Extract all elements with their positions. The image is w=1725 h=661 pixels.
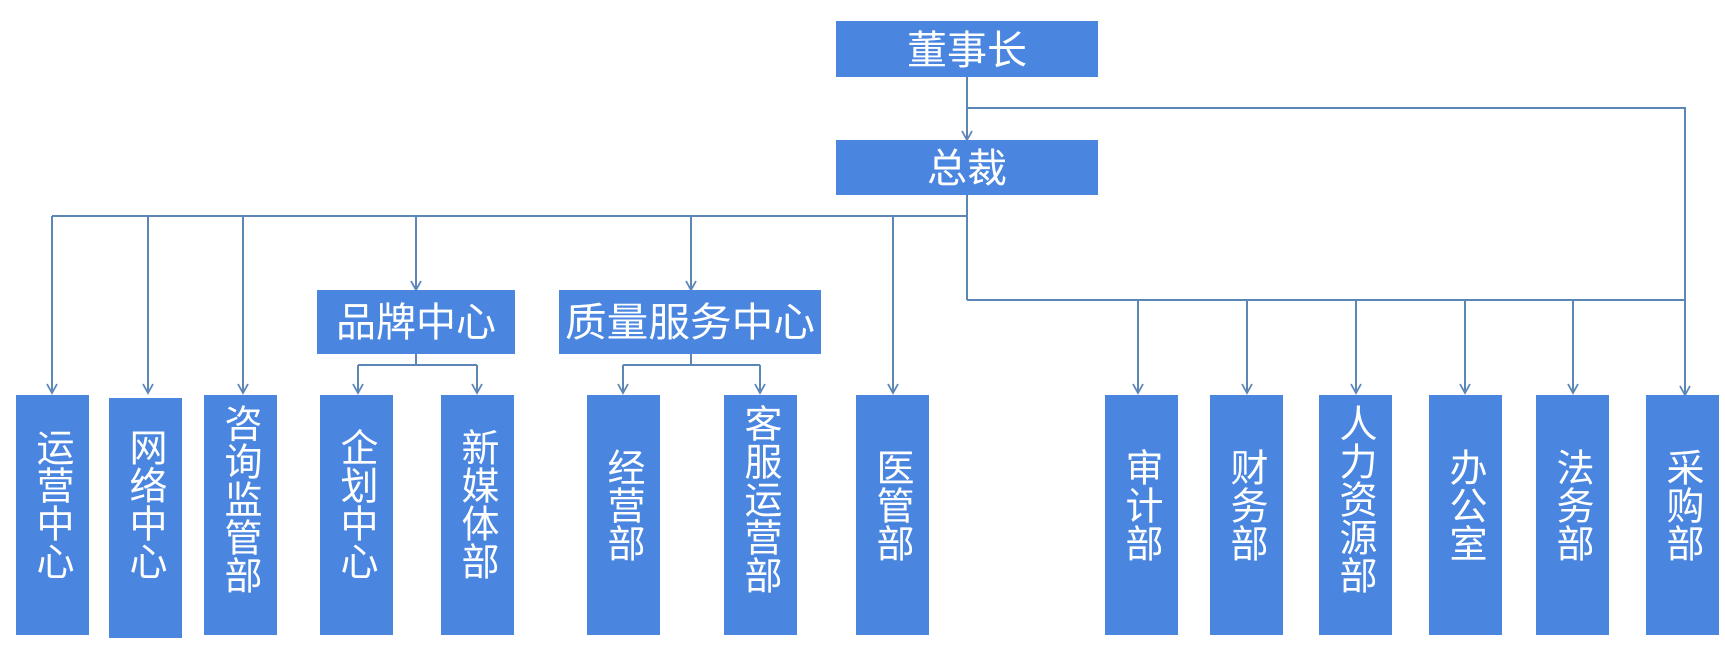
- quality-center-node: 质量服务中心: [559, 290, 821, 354]
- dept-new-media-label: 新媒体部: [455, 428, 499, 580]
- dept-audit-label: 审计部: [1119, 448, 1163, 562]
- dept-office: 办公室: [1429, 395, 1502, 635]
- dept-operations-center: 运营中心: [16, 395, 89, 635]
- brand-center-label: 品牌中心: [336, 300, 496, 346]
- president-node: 总裁: [836, 140, 1098, 195]
- dept-legal-label: 法务部: [1550, 448, 1594, 562]
- dept-new-media: 新媒体部: [441, 395, 514, 635]
- dept-procurement-label: 采购部: [1660, 448, 1704, 562]
- dept-hr: 人力资源部: [1319, 395, 1392, 635]
- dept-office-label: 办公室: [1443, 448, 1487, 562]
- dept-network-center-label: 网络中心: [123, 428, 167, 580]
- dept-customer-service-label: 客服运营部: [738, 404, 782, 594]
- dept-network-center: 网络中心: [109, 398, 182, 638]
- chairman-node: 董事长: [836, 21, 1098, 77]
- dept-planning-center: 企划中心: [320, 395, 393, 635]
- dept-medical-label: 医管部: [870, 448, 914, 562]
- dept-hr-label: 人力资源部: [1333, 404, 1377, 594]
- chairman-label: 董事长: [907, 28, 1027, 74]
- dept-audit: 审计部: [1105, 395, 1178, 635]
- quality-center-label: 质量服务中心: [565, 300, 815, 346]
- dept-consulting: 咨询监管部: [204, 395, 277, 635]
- dept-finance: 财务部: [1210, 395, 1283, 635]
- dept-finance-label: 财务部: [1224, 448, 1268, 562]
- connector-lines: [46, 77, 1691, 397]
- dept-consulting-label: 咨询监管部: [218, 404, 262, 594]
- dept-customer-service: 客服运营部: [724, 395, 797, 635]
- dept-procurement: 采购部: [1646, 395, 1719, 635]
- dept-business-label: 经营部: [601, 448, 645, 562]
- dept-operations-center-label: 运营中心: [30, 428, 74, 580]
- dept-planning-center-label: 企划中心: [334, 428, 378, 580]
- brand-center-node: 品牌中心: [317, 290, 515, 354]
- dept-legal: 法务部: [1536, 395, 1609, 635]
- dept-medical: 医管部: [856, 395, 929, 635]
- president-label: 总裁: [927, 146, 1007, 192]
- dept-business: 经营部: [587, 395, 660, 635]
